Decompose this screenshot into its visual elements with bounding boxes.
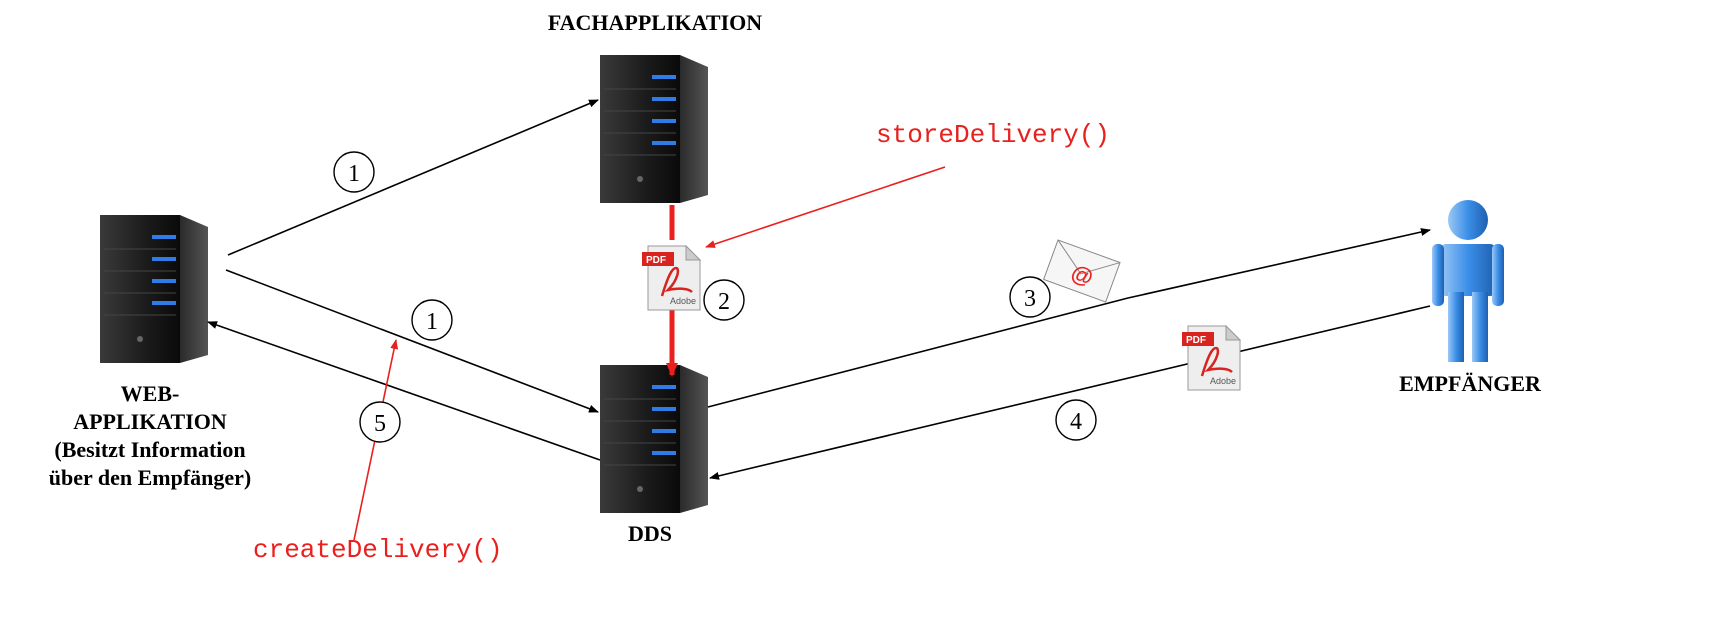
arrow-store-delivery xyxy=(705,166,946,248)
svg-text:1: 1 xyxy=(426,309,438,335)
pdf-document-icon: PDF Adobe xyxy=(640,244,702,312)
arrow-dds-to-empfaenger xyxy=(707,228,1431,408)
store-delivery-method: storeDelivery() xyxy=(876,120,1111,150)
email-envelope-icon: @ xyxy=(1042,239,1121,303)
svg-text:3: 3 xyxy=(1024,286,1036,312)
dds-label: DDS xyxy=(627,521,672,546)
pdf-document-icon: PDF Adobe xyxy=(1180,324,1242,392)
label-line: (Besitzt Information xyxy=(54,437,246,462)
step-circle: 1 xyxy=(411,299,453,341)
fachapplikation-label: FACHAPPLIKATION xyxy=(547,10,763,35)
svg-text:1: 1 xyxy=(348,161,360,187)
svg-text:PDF: PDF xyxy=(1186,335,1206,346)
label-line: WEB- xyxy=(120,381,180,406)
arrow-empfaenger-to-dds xyxy=(709,305,1431,480)
dds-server-icon xyxy=(599,364,709,514)
label-line: über den Empfänger) xyxy=(48,465,252,490)
step-circle: 5 xyxy=(359,401,401,443)
svg-text:PDF: PDF xyxy=(646,255,666,266)
step-circle: 3 xyxy=(1009,276,1051,318)
svg-text:4: 4 xyxy=(1070,409,1082,435)
label-line: APPLIKATION xyxy=(73,409,227,434)
fachapplikation-server-icon xyxy=(599,54,709,204)
svg-text:2: 2 xyxy=(718,289,730,315)
arrow-dds-to-web xyxy=(207,321,601,461)
arrow-web-to-fach xyxy=(227,99,599,256)
svg-text:5: 5 xyxy=(374,411,386,437)
webapplikation-label: WEB- APPLIKATION (Besitzt Information üb… xyxy=(20,380,280,492)
step-circle: 4 xyxy=(1055,399,1097,441)
step-circle: 2 xyxy=(703,279,745,321)
person-icon xyxy=(1432,200,1504,362)
webapplikation-server-icon xyxy=(99,214,209,364)
empfaenger-label: EMPFÄNGER xyxy=(1399,371,1541,396)
svg-text:Adobe: Adobe xyxy=(1210,376,1236,386)
step-circle: 1 xyxy=(333,151,375,193)
create-delivery-method: createDelivery() xyxy=(253,535,503,565)
svg-text:Adobe: Adobe xyxy=(670,296,696,306)
arrow-web-to-dds xyxy=(225,269,599,413)
